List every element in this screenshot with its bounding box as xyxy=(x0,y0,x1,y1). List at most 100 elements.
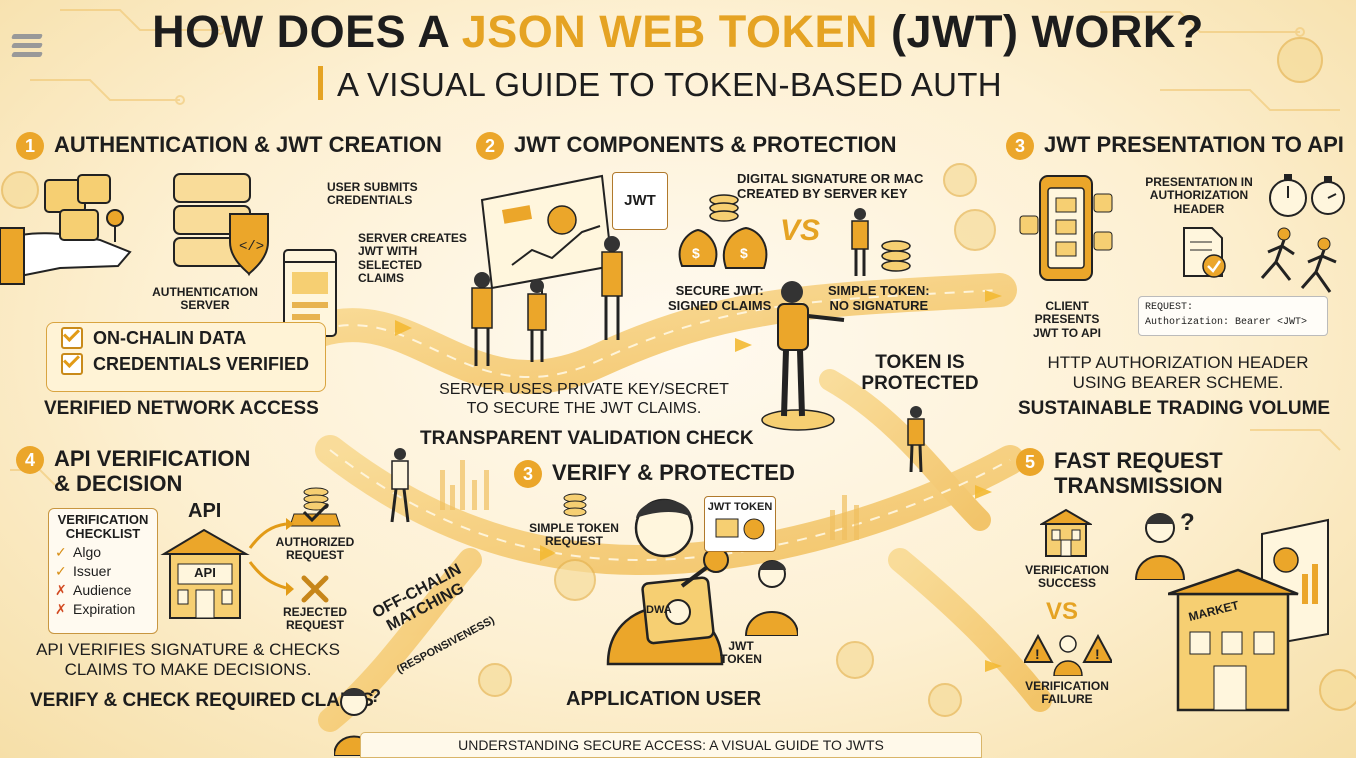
section-1-heading: 1 AUTHENTICATION & JWT CREATION xyxy=(16,132,442,160)
verification-checklist: VERIFICATION CHECKLIST ✓Algo ✓Issuer ✗Au… xyxy=(48,508,158,634)
seal-icon xyxy=(715,518,765,540)
center-number: 3 xyxy=(514,460,542,488)
center-title: VERIFY & PROTECTED xyxy=(552,460,795,485)
warning-person-icon: ! ! xyxy=(1024,633,1112,676)
checklist-item: ✗Audience xyxy=(55,581,132,599)
section-3-heading: 3 JWT PRESENTATION TO API xyxy=(1006,132,1344,160)
request-label: REQUEST: xyxy=(1145,302,1194,313)
presentation-header-label: PRESENTATION IN AUTHORIZATION HEADER xyxy=(1145,175,1253,216)
verification-failure-label: VERIFICATION FAILURE xyxy=(1025,679,1109,707)
standing-person-icon xyxy=(907,406,925,473)
jwt-token-card-label: JWT TOKEN xyxy=(707,501,773,513)
browser-window-icon xyxy=(283,249,337,337)
section-4-heading: 4 API VERIFICATION & DECISION xyxy=(16,446,250,497)
money-bags-icon: $$ xyxy=(678,194,768,269)
server-creates-label: SERVER CREATES JWT WITH SELECTED CLAIMS xyxy=(358,231,467,286)
section-4-note: API VERIFIES SIGNATURE & CHECKS CLAIMS T… xyxy=(36,640,340,680)
check-icon: ✓ xyxy=(55,543,67,560)
token-protected-label: TOKEN IS PROTECTED xyxy=(861,352,979,395)
section-3-title: JWT PRESENTATION TO API xyxy=(1044,132,1344,157)
client-phone-icon xyxy=(1019,175,1113,281)
cross-icon: ✗ xyxy=(55,600,67,617)
section-3-note: HTTP AUTHORIZATION HEADER USING BEARER S… xyxy=(1047,353,1309,393)
jwt-token-card: JWT TOKEN xyxy=(704,496,776,552)
svg-text:!: ! xyxy=(1035,646,1040,662)
request-header-box: REQUEST: Authorization: Bearer <JWT> xyxy=(1138,296,1328,336)
coin-stack-icon xyxy=(563,493,587,517)
application-user-icon xyxy=(606,498,729,666)
walking-person-icon xyxy=(390,448,410,523)
svg-text:$: $ xyxy=(692,245,700,261)
application-user-label: APPLICATION USER xyxy=(566,688,762,710)
section-2-heading: 2 JWT COMPONENTS & PROTECTION xyxy=(476,132,897,160)
section-2-caption: TRANSPARENT VALIDATION CHECK xyxy=(420,428,754,449)
simple-token-label: SIMPLE TOKEN: NO SIGNATURE xyxy=(828,283,930,313)
vs-label-section-5: VS xyxy=(1046,598,1079,625)
section-3-number: 3 xyxy=(1006,132,1034,160)
section-2-title: JWT COMPONENTS & PROTECTION xyxy=(514,132,897,157)
svg-text:!: ! xyxy=(1095,646,1100,662)
checklist-title: VERIFICATION CHECKLIST xyxy=(57,512,149,542)
svg-text:</>: </> xyxy=(239,239,264,255)
api-building-label: API xyxy=(194,565,216,580)
check-icon: ✓ xyxy=(55,562,67,579)
jwt-token-person-icon xyxy=(744,560,798,636)
api-building-icon xyxy=(160,528,250,619)
section-5-number: 5 xyxy=(1016,448,1044,476)
section-3-caption: SUSTAINABLE TRADING VOLUME xyxy=(1018,398,1331,419)
decision-arrows xyxy=(248,518,294,596)
checklist-item: ✗Expiration xyxy=(55,600,136,618)
checkmark-icon xyxy=(61,327,83,349)
reject-x-icon xyxy=(301,575,329,603)
confused-person-icon: ? xyxy=(1134,509,1195,580)
checklist-item: ✓Algo xyxy=(55,543,102,561)
center-box-label: DWA xyxy=(646,604,672,616)
page-subtitle: A VISUAL GUIDE TO TOKEN-BASED AUTH xyxy=(318,66,1002,104)
document-check-icon xyxy=(1183,227,1226,278)
runners-icon xyxy=(1260,227,1337,293)
simple-token-person-icon xyxy=(851,208,911,276)
svg-text:?: ? xyxy=(1180,509,1195,536)
section-4-number: 4 xyxy=(16,446,44,474)
stopwatch-icon xyxy=(1269,174,1345,217)
section-5-heading: 5 FAST REQUEST TRANSMISSION xyxy=(1016,448,1223,499)
section-4-caption: VERIFY & CHECK REQUIRED CLAIMS xyxy=(30,690,374,711)
coins-check-icon xyxy=(289,487,341,527)
check-onchain-data: ON-CHALIN DATA xyxy=(47,323,325,349)
svg-text:?: ? xyxy=(370,686,381,706)
dashboard-presentation-icon xyxy=(471,174,623,366)
request-value: Authorization: Bearer <JWT> xyxy=(1145,316,1308,328)
footer-caption: UNDERSTANDING SECURE ACCESS: A VISUAL GU… xyxy=(360,732,982,758)
section-1-title: AUTHENTICATION & JWT CREATION xyxy=(54,132,442,157)
jwt-token-label: JWT TOKEN xyxy=(720,639,762,667)
authentication-server-icon: </> xyxy=(173,173,269,277)
simple-token-request-label: SIMPLE TOKEN REQUEST xyxy=(529,521,619,549)
center-heading: 3 VERIFY & PROTECTED xyxy=(514,460,795,488)
jwt-card: JWT xyxy=(612,172,668,230)
rejected-request-label: REJECTED REQUEST xyxy=(282,605,347,633)
section-5-title: FAST REQUEST TRANSMISSION xyxy=(1054,448,1223,499)
verification-success-label: VERIFICATION SUCCESS xyxy=(1025,563,1109,591)
check-credentials-verified: CREDENTIALS VERIFIED xyxy=(47,349,325,375)
section-1-number: 1 xyxy=(16,132,44,160)
presenter-person-icon xyxy=(761,281,845,431)
checklist-item: ✓Issuer xyxy=(55,562,112,580)
page-title: HOW DOES A JSON WEB TOKEN (JWT) WORK? xyxy=(152,6,1204,57)
secure-jwt-label: SECURE JWT: SIGNED CLAIMS xyxy=(668,283,772,313)
vs-label-section-2: VS xyxy=(780,214,821,247)
section-2-note: SERVER USES PRIVATE KEY/SECRET TO SECURE… xyxy=(439,381,729,418)
verified-checklist: ON-CHALIN DATA CREDENTIALS VERIFIED xyxy=(46,322,326,392)
section-4-title: API VERIFICATION & DECISION xyxy=(54,446,251,497)
authentication-server-label: AUTHENTICATION SERVER xyxy=(152,285,258,313)
market-building-icon xyxy=(1168,518,1329,712)
checkmark-icon xyxy=(61,353,83,375)
user-submits-label: USER SUBMITS CREDENTIALS xyxy=(327,180,418,208)
success-building-icon xyxy=(1040,508,1092,557)
api-label: API xyxy=(188,500,222,522)
cross-icon: ✗ xyxy=(55,581,67,598)
section-1-caption: VERIFIED NETWORK ACCESS xyxy=(44,398,319,419)
client-presents-label: CLIENT PRESENTS JWT TO API xyxy=(1032,299,1101,340)
authorized-request-label: AUTHORIZED REQUEST xyxy=(275,535,355,563)
digital-signature-label: DIGITAL SIGNATURE OR MAC CREATED BY SERV… xyxy=(737,171,924,201)
section-2-number: 2 xyxy=(476,132,504,160)
